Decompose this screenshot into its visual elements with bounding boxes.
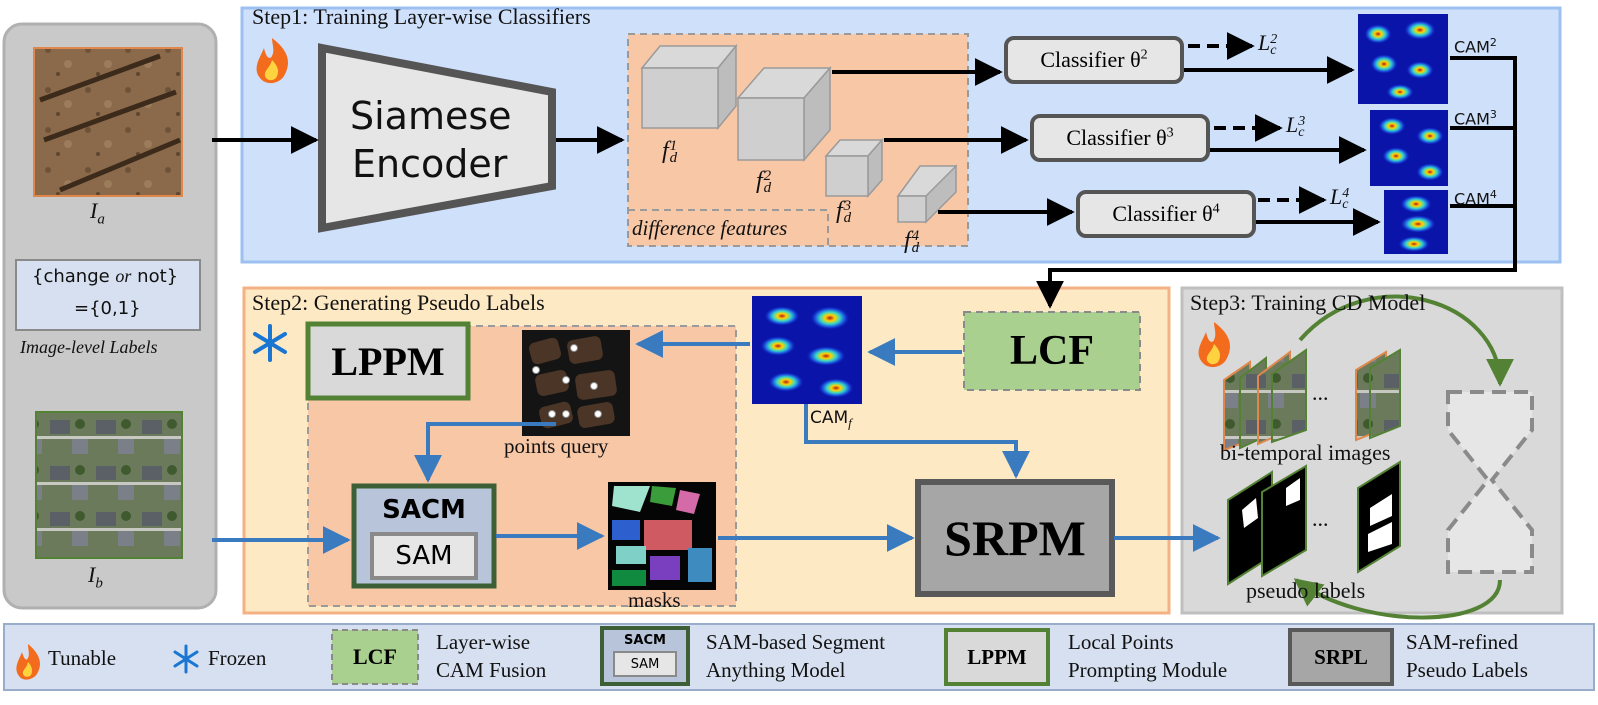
- legend-sacm-line2: Anything Model: [706, 658, 846, 682]
- image-b: [35, 411, 183, 559]
- difference-features-caption: difference features: [632, 216, 788, 240]
- legend-lppm-line2: Prompting Module: [1068, 658, 1228, 682]
- legend-frozen: Frozen: [208, 646, 267, 670]
- difference-caption-box: [627, 209, 829, 247]
- feature-cube-3: [824, 138, 884, 198]
- encoder-label-line2: Encoder: [352, 142, 508, 186]
- image-a-label: Ia: [90, 198, 105, 228]
- points-query-label: points query: [504, 434, 609, 458]
- arrow-green-top: [1298, 294, 1514, 387]
- srpm-label: SRPM: [944, 510, 1086, 566]
- step3-title: Step3: Training CD Model: [1190, 290, 1426, 315]
- cam-f-label: CAMf: [810, 408, 852, 431]
- masks-image: [608, 482, 716, 590]
- legend-lcf-box-label: LCF: [353, 644, 397, 669]
- points-query-image: [522, 330, 630, 436]
- classifier-3-label: Classifier θ3: [1066, 125, 1174, 150]
- classifier-2-box: [1004, 36, 1184, 84]
- labels-line1: {change or not}: [32, 266, 179, 287]
- legend-sacm-line1: SAM-based Segment: [706, 630, 886, 654]
- legend-srpl-box-label: SRPL: [1314, 644, 1368, 669]
- legend-sacm-box-label: SACM: [624, 632, 666, 648]
- arrow-points-to-sacm: [414, 422, 556, 483]
- arrow-camf-to-srpm: [804, 404, 1030, 479]
- cam-2-heatmap: [1358, 14, 1448, 104]
- classifier-3-box: [1030, 114, 1210, 162]
- bi-temporal-image-stack: [1223, 348, 1401, 452]
- cd-model-shape: [1446, 390, 1534, 574]
- legend-flame-icon: [16, 644, 40, 680]
- lppm-label: LPPM: [331, 338, 445, 384]
- legend-snowflake-icon: [173, 644, 199, 674]
- step2-title: Step2: Generating Pseudo Labels: [252, 290, 545, 315]
- encoder-label-line1: Siamese: [350, 94, 512, 138]
- legend-lppm-line1: Local Points: [1068, 630, 1174, 654]
- classifier-2-label: Classifier θ2: [1040, 47, 1148, 72]
- lcf-label: LCF: [1010, 328, 1094, 374]
- siamese-encoder: [318, 43, 556, 233]
- image-b-label: Ib: [88, 562, 103, 592]
- masks-label: masks: [628, 588, 681, 612]
- legend-sam-swatch: [613, 651, 677, 677]
- lppm-box: [305, 321, 471, 401]
- classifier-4-label: Classifier θ4: [1112, 201, 1220, 226]
- legend-srpl-swatch: [1288, 628, 1394, 686]
- image-a: [33, 47, 183, 197]
- snowflake-icon: [253, 324, 287, 362]
- arrow-cams-to-lcf: [1036, 56, 1517, 309]
- step1-title: Step1: Training Layer-wise Classifiers: [252, 4, 591, 29]
- legend-lppm-swatch: [944, 628, 1050, 686]
- cam-3-heatmap: [1370, 110, 1448, 186]
- lcf-box: [963, 311, 1141, 391]
- flame-icon-step3: [1198, 322, 1230, 368]
- arrow-green-bottom: [1293, 578, 1502, 620]
- legend-srpl-line1: SAM-refined: [1406, 630, 1518, 654]
- labels-line2: ={0,1}: [74, 298, 141, 319]
- cam-4-heatmap: [1384, 190, 1448, 254]
- sacm-label: SACM: [382, 495, 466, 525]
- sam-box: [370, 532, 478, 580]
- legend-lcf-swatch: [331, 629, 419, 685]
- legend-tunable: Tunable: [48, 646, 117, 670]
- cam-2-label: CAM2: [1454, 36, 1497, 57]
- sam-label: SAM: [395, 541, 453, 571]
- srpm-box: [915, 479, 1115, 597]
- bi-temporal-label: bi-temporal images: [1220, 440, 1391, 465]
- classifier-4-box: [1076, 190, 1256, 238]
- feature-cube-1: [640, 43, 738, 131]
- image-level-labels-box: [15, 259, 201, 331]
- feature-cube-4: [896, 164, 958, 224]
- ellipsis-labels: ...: [1312, 506, 1329, 531]
- legend-lcf-line2: CAM Fusion: [436, 658, 547, 682]
- flame-icon: [256, 38, 288, 84]
- legend-lppm-box-label: LPPM: [967, 644, 1027, 669]
- legend-srpl-line2: Pseudo Labels: [1406, 658, 1528, 682]
- ellipsis-images: ...: [1312, 380, 1329, 405]
- cam-4-label: CAM4: [1454, 188, 1497, 209]
- legend-lcf-line1: Layer-wise: [436, 630, 531, 654]
- pseudo-label-stack: [1227, 460, 1401, 586]
- legend-sam-box-label: SAM: [630, 656, 660, 672]
- pseudo-labels-label: pseudo labels: [1246, 578, 1366, 603]
- cam-f-heatmap: [752, 296, 862, 404]
- cam-3-label: CAM3: [1454, 108, 1497, 129]
- feature-cube-2: [736, 65, 832, 163]
- image-a-trenches: [39, 53, 181, 193]
- image-level-caption: Image-level Labels: [20, 337, 158, 357]
